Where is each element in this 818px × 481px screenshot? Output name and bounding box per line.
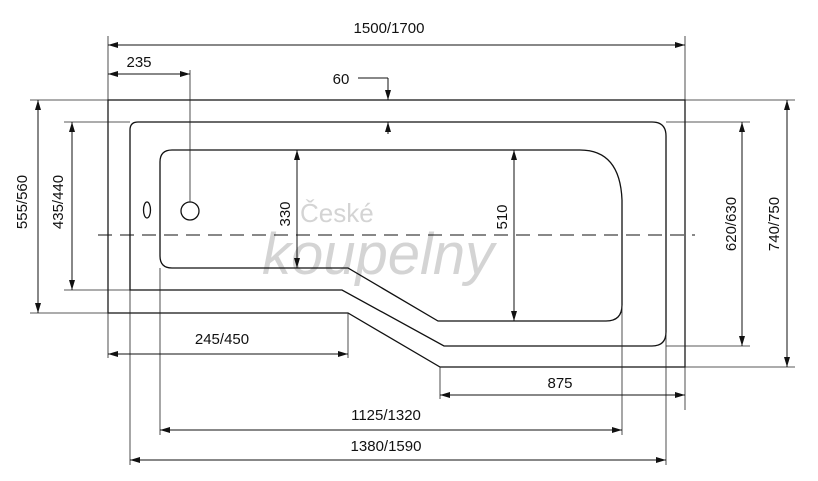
label-wide-width: 510 <box>494 204 511 229</box>
label-overall-length: 1500/1700 <box>354 20 425 37</box>
label-wide-inner-width: 620/630 <box>723 197 740 251</box>
basin-floor <box>159 149 623 322</box>
extension-lines <box>30 36 795 465</box>
label-drain-offset: 235 <box>126 54 151 71</box>
label-outer-width: 555/560 <box>14 175 31 229</box>
inner-rim <box>129 121 667 347</box>
label-step-length: 245/450 <box>195 331 249 348</box>
label-wide-section-length: 875 <box>547 375 572 392</box>
overflow-slot <box>142 201 152 219</box>
label-wide-outer-width: 740/750 <box>766 197 783 251</box>
watermark-line1: České <box>300 198 374 228</box>
label-inner-width: 435/440 <box>50 175 67 229</box>
dimension-labels: 1500/1700 235 60 555/560 435/440 330 510… <box>14 20 783 455</box>
label-narrow-width: 330 <box>277 201 294 226</box>
label-inner-bottom-length: 1125/1320 <box>351 407 421 424</box>
label-inner-top-length: 1380/1590 <box>351 438 422 455</box>
watermark: České koupelny <box>262 198 497 287</box>
watermark-line2: koupelny <box>262 222 497 287</box>
dimension-lines <box>35 42 790 463</box>
drain-circle <box>180 201 200 221</box>
label-rim-width: 60 <box>333 71 350 88</box>
